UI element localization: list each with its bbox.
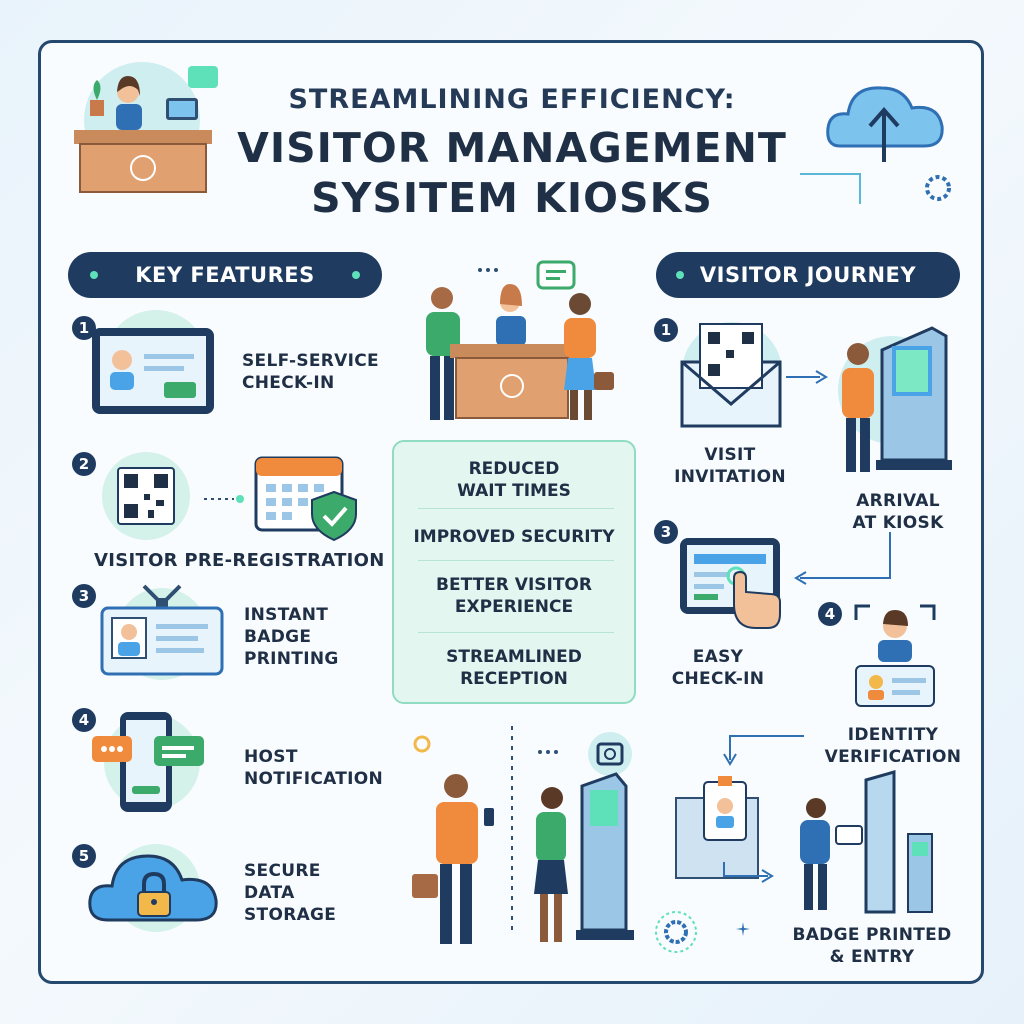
- journey-step-3-number: 3: [654, 520, 678, 544]
- identity-scan-icon: [854, 604, 936, 707]
- key-features-heading: KEY FEATURES: [68, 252, 382, 298]
- feature-5-label: SECURE DATA STORAGE: [244, 861, 337, 925]
- benefit-improved-security: IMPROVED SECURITY: [413, 527, 615, 547]
- feature-3-label: INSTANT BADGE PRINTING: [244, 605, 339, 669]
- visitor-journey-heading: VISITOR JOURNEY: [656, 252, 960, 298]
- arrow-left-icon: [794, 532, 891, 585]
- tablet-touch-icon: [680, 538, 781, 629]
- people-at-reception-icon: [426, 260, 614, 420]
- cloud-upload-icon: [800, 86, 951, 204]
- journey-step-2-label: ARRIVAL AT KIOSK: [852, 491, 944, 533]
- title-line-2: VISITOR MANAGEMENT: [237, 124, 787, 172]
- journey-step-3-label: EASY CHECK-IN: [671, 647, 765, 689]
- badge-entry-icon: [675, 770, 933, 914]
- arrow-right-icon: [786, 370, 828, 384]
- key-features-title: KEY FEATURES: [135, 263, 315, 287]
- journey-step-5-label: BADGE PRINTED & ENTRY: [792, 925, 952, 967]
- id-badge-icon: [100, 584, 224, 680]
- email-invitation-icon: [680, 322, 782, 428]
- feature-5-number: 5: [72, 844, 96, 868]
- journey-step-1-number: 1: [654, 318, 678, 342]
- title-line-1: STREAMLINING EFFICIENCY:: [288, 84, 736, 115]
- tablet-check-in-icon: [92, 310, 214, 414]
- visitor-journey-title: VISITOR JOURNEY: [699, 263, 917, 287]
- title-line-3: SYSITEM KIOSKS: [311, 174, 713, 222]
- benefit-reduced-wait-times: REDUCED WAIT TIMES: [457, 459, 571, 501]
- feature-4-number: 4: [72, 708, 96, 732]
- journey-step-4-number: 4: [818, 602, 842, 626]
- qr-code-icon: [102, 452, 190, 540]
- reception-desk-icon: [74, 62, 218, 193]
- phone-chat-icon: [92, 712, 204, 812]
- feature-4-label: HOST NOTIFICATION: [244, 747, 384, 789]
- cloud-lock-icon: [88, 844, 218, 932]
- dotted-connector-icon: [204, 495, 244, 503]
- sparkle-icon: [736, 922, 750, 936]
- calendar-shield-icon: [254, 456, 357, 542]
- benefit-divider: [418, 632, 614, 633]
- arrival-kiosk-icon: [838, 326, 952, 472]
- gear-icon: [655, 911, 697, 953]
- journey-step-4-label: IDENTITY VERIFICATION: [824, 725, 962, 767]
- benefit-better-visitor-experience: BETTER VISITOR EXPERIENCE: [436, 575, 592, 617]
- feature-2-number: 2: [72, 452, 96, 476]
- arrow-down-left-icon: [723, 735, 804, 766]
- journey-step-1-label: VISIT INVITATION: [674, 445, 786, 487]
- feature-1-label: SELF-SERVICE CHECK-IN: [242, 351, 379, 393]
- benefit-streamlined-reception: STREAMLINED RECEPTION: [446, 647, 582, 689]
- benefit-divider: [418, 560, 614, 561]
- benefit-divider: [418, 508, 614, 509]
- feature-2-label: VISITOR PRE-REGISTRATION: [94, 550, 385, 571]
- benefits-panel: REDUCED WAIT TIMES IMPROVED SECURITY BET…: [392, 440, 636, 704]
- feature-3-number: 3: [72, 584, 96, 608]
- visitors-at-kiosk-icon: [412, 726, 634, 944]
